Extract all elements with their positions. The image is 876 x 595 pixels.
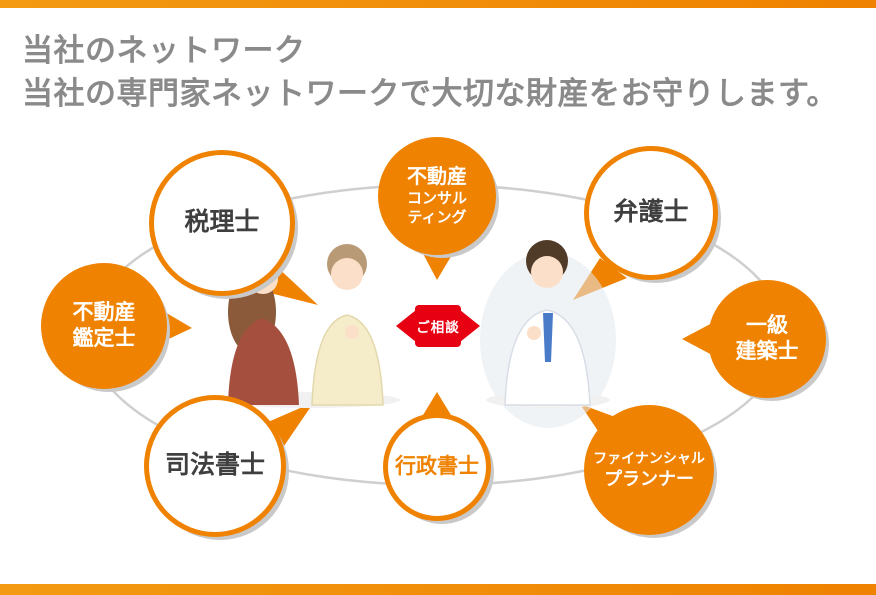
bubble-label: 不動産: [407, 165, 467, 188]
arrow-right-head: [455, 306, 480, 346]
bubble-label: 行政書士: [395, 454, 479, 478]
bubble-label: 建築士: [735, 340, 799, 363]
bubble-real-estate-appraiser: 不動産 鑑定士: [41, 263, 167, 389]
bubble-judicial-scrivener: 司法書士: [144, 395, 286, 537]
bubble-label: 税理士: [184, 208, 260, 237]
bubble-financial-planner: ファイナンシャル プランナー: [584, 405, 714, 535]
tail-consulting: [420, 248, 456, 280]
bubble-label: 司法書士: [164, 451, 265, 480]
tail-judicial: [268, 402, 314, 446]
bubble-label: 鑑定士: [72, 327, 136, 350]
bubble-label: コンサル: [406, 189, 467, 207]
bubble-label: プランナー: [604, 468, 694, 489]
top-accent-bar: [0, 0, 876, 8]
bubble-label: ファイナンシャル: [593, 450, 705, 466]
bubble-label: 弁護士: [613, 198, 689, 227]
bubble-label: 一級: [746, 313, 788, 337]
bubble-label: ティング: [407, 208, 467, 226]
arrow-left-head: [396, 306, 421, 346]
tail-appraiser: [158, 308, 192, 344]
advisor-illustration: [480, 240, 616, 428]
bubble-first-class-architect: 一級 建築士: [708, 280, 826, 398]
bubble-label: 不動産: [72, 300, 136, 324]
bubble-lawyer: 弁護士: [584, 146, 718, 280]
bubble-real-estate-consulting: 不動産 コンサル ティング: [378, 137, 496, 255]
bubble-tax-accountant: 税理士: [149, 150, 295, 296]
title-line-1: 当社のネットワーク: [22, 33, 306, 68]
page-title: 当社のネットワーク 当社の専門家ネットワークで大切な財産をお守りします。: [22, 30, 838, 116]
bubble-administrative-scrivener: 行政書士: [383, 413, 491, 521]
tail-architect: [682, 322, 714, 356]
consult-arrow-label: ご相談: [415, 305, 461, 347]
title-line-2: 当社の専門家ネットワークで大切な財産をお守りします。: [22, 75, 838, 111]
bottom-accent-bar: [0, 584, 876, 595]
